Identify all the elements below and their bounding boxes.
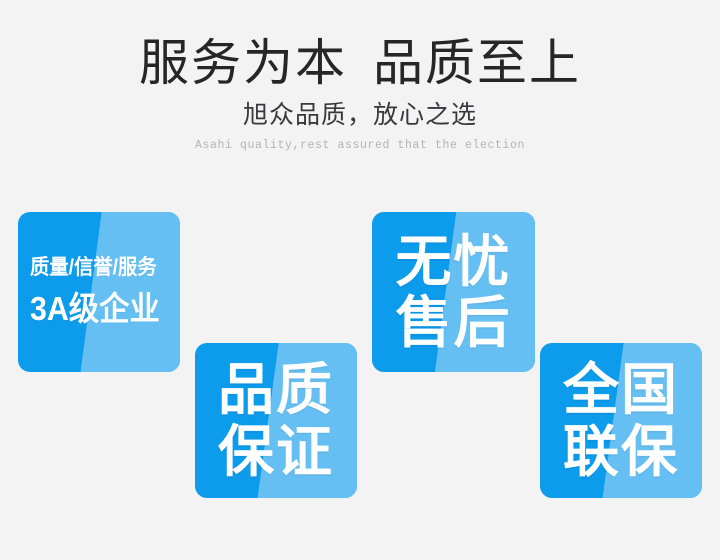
card-aaa-line-2: 3A级企业	[30, 290, 160, 328]
headline-left: 服务为本	[139, 35, 347, 91]
card-content: 无忧 售后	[372, 212, 535, 372]
card-content: 质量/信誉/服务 3A级企业	[18, 212, 180, 372]
headline-right: 品质至上	[373, 35, 581, 91]
card-aftersales-line-1: 无忧	[395, 229, 512, 293]
card-nationwide-line-1: 全国	[563, 358, 679, 422]
subtitle-chinese: 旭众品质，放心之选	[242, 102, 477, 129]
card-quality-line-1: 品质	[218, 358, 334, 422]
subtitle-english: Asahi quality,rest assured that the elec…	[194, 139, 526, 152]
feature-card-worry-free-aftersales[interactable]: 无忧 售后	[372, 212, 535, 372]
card-quality-line-2: 保证	[218, 419, 334, 483]
card-content: 品质 保证	[195, 343, 357, 498]
feature-card-nationwide-warranty[interactable]: 全国 联保	[540, 343, 702, 498]
card-aaa-line-1: 质量/信誉/服务	[30, 255, 157, 279]
page-title: 服务为本品质至上	[0, 0, 720, 91]
card-content: 全国 联保	[540, 343, 702, 498]
card-nationwide-line-2: 联保	[563, 419, 679, 483]
feature-card-quality-guarantee[interactable]: 品质 保证	[195, 343, 357, 498]
banner-header: 服务为本品质至上 旭众品质，放心之选 Asahi quality,rest as…	[0, 0, 720, 153]
card-aftersales-line-2: 售后	[395, 291, 512, 354]
feature-card-aaa-enterprise[interactable]: 质量/信誉/服务 3A级企业	[18, 212, 180, 372]
